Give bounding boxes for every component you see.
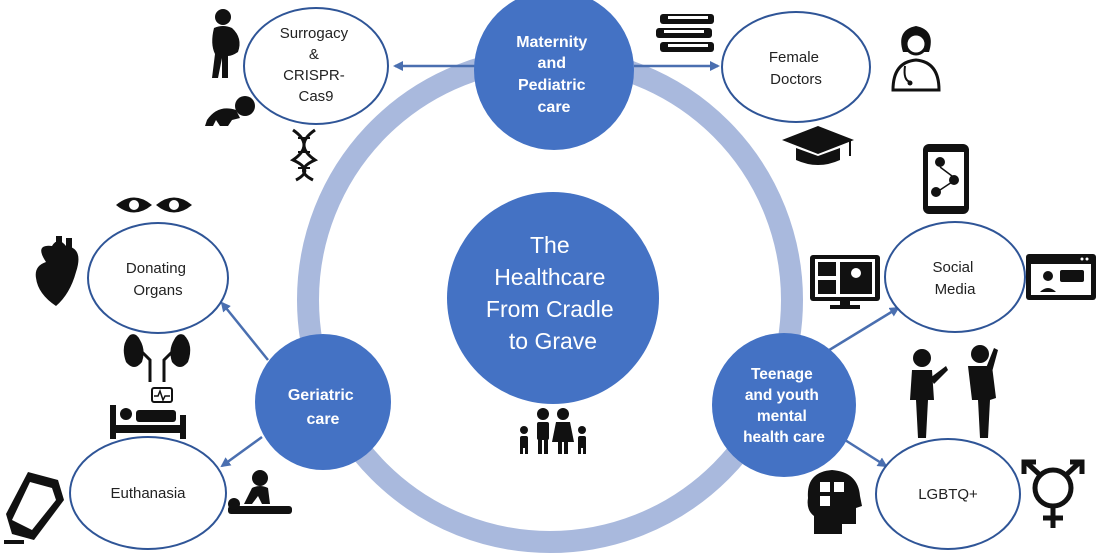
leaf-lgbtq: LGBTQ+ xyxy=(875,438,1021,550)
dna-icon xyxy=(289,128,319,182)
leaf-lgbtq-ellipse xyxy=(875,438,1021,550)
hub-teenage-line-3: mental xyxy=(757,408,807,425)
svg-text:Teenage and youth: Teenage and youth mental health care xyxy=(743,366,825,446)
hub-maternity-circle xyxy=(474,0,634,150)
leaf-surrogacy-line-2: & xyxy=(309,46,319,63)
center-line-2: Healthcare xyxy=(494,264,605,290)
arrow-to-social-media xyxy=(825,306,900,354)
pregnant-woman-icon xyxy=(212,9,240,78)
cpr-icon xyxy=(228,470,292,514)
arrow-to-lgbtq xyxy=(844,438,888,468)
hub-teenage-line-4: health care xyxy=(743,429,825,446)
hub-maternity-line-1: Maternity xyxy=(516,34,587,51)
svg-text:Maternity and Pedi: Maternity and Pediatric care xyxy=(516,34,592,116)
coffin-icon xyxy=(4,472,64,544)
video-call-icon xyxy=(810,255,880,309)
svg-text:The Healthcare Fro: The Healthcare From Cradle to Grave xyxy=(486,232,620,354)
leaf-donating-organs-line-2: Organs xyxy=(133,282,182,299)
books-icon xyxy=(656,14,714,52)
leaf-lgbtq-line-1: LGBTQ+ xyxy=(918,486,978,503)
leaf-surrogacy-ellipse xyxy=(243,7,389,125)
leaf-surrogacy-line-1: Surrogacy xyxy=(280,25,349,42)
leaf-surrogacy-line-4: Cas9 xyxy=(298,88,333,105)
leaf-social-media-line-1: Social xyxy=(932,259,973,276)
hub-teenage-line-2: and youth xyxy=(745,387,819,404)
center-circle xyxy=(447,192,659,404)
leaf-donating-organs: Donating Organs xyxy=(87,222,229,334)
leaf-euthanasia-line-1: Euthanasia xyxy=(110,485,186,502)
leaf-euthanasia-ellipse xyxy=(69,436,227,550)
leaf-female-doctors: Female Doctors xyxy=(721,11,871,123)
hub-maternity: Maternity and Pediatric care xyxy=(474,0,634,150)
leaf-female-doctors-ellipse xyxy=(721,11,871,123)
graduation-cap-icon xyxy=(782,126,854,165)
center-node: The Healthcare From Cradle to Grave xyxy=(447,192,659,404)
center-line-4: to Grave xyxy=(509,328,597,354)
chat-window-icon xyxy=(1026,254,1096,300)
kidneys-icon xyxy=(123,334,191,382)
leaf-female-doctors-line-2: Doctors xyxy=(770,71,822,88)
gender-symbol-icon xyxy=(1021,459,1085,528)
hospital-bed-icon xyxy=(110,387,186,439)
arrow-to-donating-organs xyxy=(220,301,269,361)
center-line-3: From Cradle xyxy=(486,296,614,322)
svg-text:Donating Organs: Donating Organs xyxy=(126,260,190,299)
leaf-surrogacy-line-3: CRISPR- xyxy=(283,67,345,84)
hub-geriatric-line-1: Geriatric xyxy=(288,387,354,404)
hub-teenage-line-1: Teenage xyxy=(751,366,813,383)
svg-text:Female Doctors: Female Doctors xyxy=(769,49,823,88)
svg-text:LGBTQ+: LGBTQ+ xyxy=(918,486,978,503)
svg-text:Social Media: Social Media xyxy=(932,259,977,298)
center-line-1: The xyxy=(530,232,570,258)
female-doctor-icon xyxy=(891,26,941,92)
hub-geriatric-line-2: care xyxy=(307,411,340,428)
brain-puzzle-icon xyxy=(807,470,862,534)
hub-geriatric: Geriatric care xyxy=(255,334,391,470)
hub-maternity-line-3: Pediatric xyxy=(518,77,586,94)
family-icon xyxy=(520,408,586,454)
hub-teenage-circle xyxy=(712,333,856,477)
hub-geriatric-circle xyxy=(255,334,391,470)
leaf-social-media-line-2: Media xyxy=(935,281,977,298)
leaf-female-doctors-line-1: Female xyxy=(769,49,819,66)
leaf-euthanasia: Euthanasia xyxy=(69,436,227,550)
leaf-surrogacy: Surrogacy & CRISPR- Cas9 xyxy=(243,7,389,125)
leaf-donating-organs-ellipse xyxy=(87,222,229,334)
heart-icon xyxy=(35,236,79,306)
leaf-donating-organs-line-1: Donating xyxy=(126,260,186,277)
hub-teenage: Teenage and youth mental health care xyxy=(712,333,856,477)
svg-text:Surrogacy & CRISPR: Surrogacy & CRISPR- Cas9 xyxy=(280,25,353,105)
arrow-to-euthanasia xyxy=(220,435,263,468)
leaf-social-media-ellipse xyxy=(884,221,1026,333)
smartphone-network-icon xyxy=(923,144,969,214)
svg-text:Geriatric care: Geriatric care xyxy=(288,387,358,428)
stressed-people-icon xyxy=(910,345,998,438)
hub-maternity-line-2: and xyxy=(538,55,566,72)
eyes-icon xyxy=(116,197,192,213)
crawling-baby-icon xyxy=(205,96,255,126)
hub-maternity-line-4: care xyxy=(538,99,571,116)
svg-text:Euthanasia: Euthanasia xyxy=(110,485,186,502)
leaf-social-media: Social Media xyxy=(884,221,1026,333)
connector-arrows xyxy=(220,61,900,468)
